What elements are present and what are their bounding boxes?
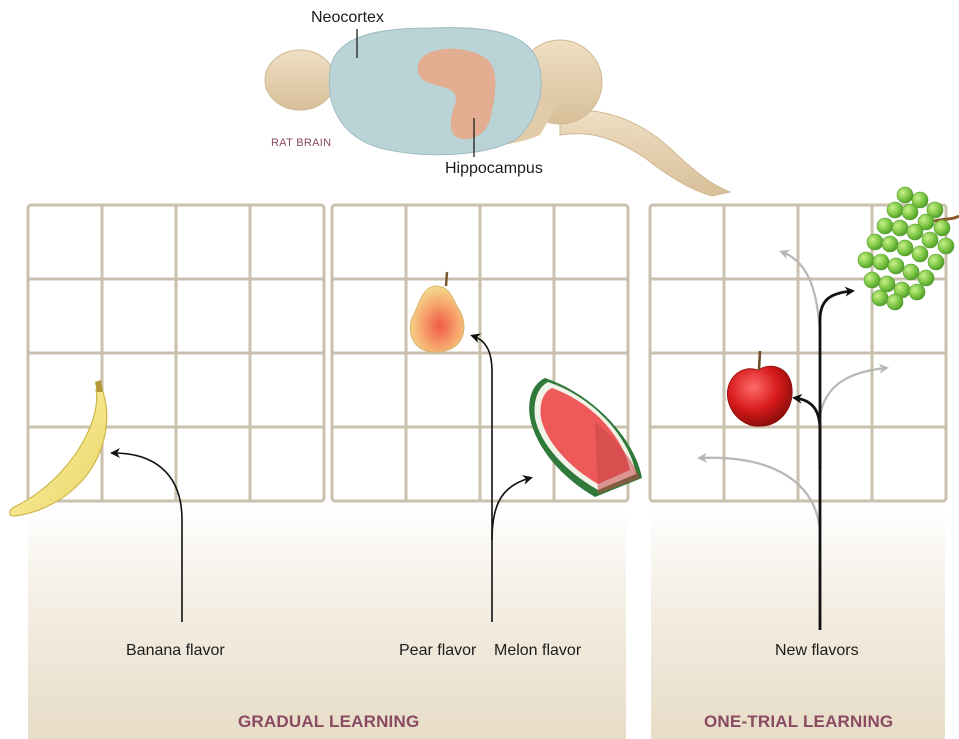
- pear-flavor-label: Pear flavor: [399, 643, 476, 659]
- melon-arrow: [492, 478, 530, 540]
- pear-icon: [410, 272, 464, 352]
- rat-brain-label: RAT BRAIN: [271, 138, 331, 149]
- gradual-learning-label: GRADUAL LEARNING: [238, 713, 419, 730]
- hippocampus-label: Hippocampus: [445, 161, 543, 177]
- neocortex-label: Neocortex: [311, 10, 384, 26]
- melon-flavor-label: Melon flavor: [494, 643, 581, 659]
- pear-arrow: [473, 336, 492, 622]
- banana-icon: [10, 380, 107, 516]
- one-trial-learning-label: ONE-TRIAL LEARNING: [704, 713, 893, 730]
- gradual-grid-left: [28, 205, 324, 501]
- new-flavors-label: New flavors: [775, 643, 859, 659]
- new-flavors-black-arrows: [795, 291, 852, 630]
- banana-arrow: [113, 453, 182, 622]
- banana-flavor-label: Banana flavor: [126, 643, 225, 659]
- apple-icon: [727, 351, 792, 426]
- watermelon-icon: [529, 378, 642, 497]
